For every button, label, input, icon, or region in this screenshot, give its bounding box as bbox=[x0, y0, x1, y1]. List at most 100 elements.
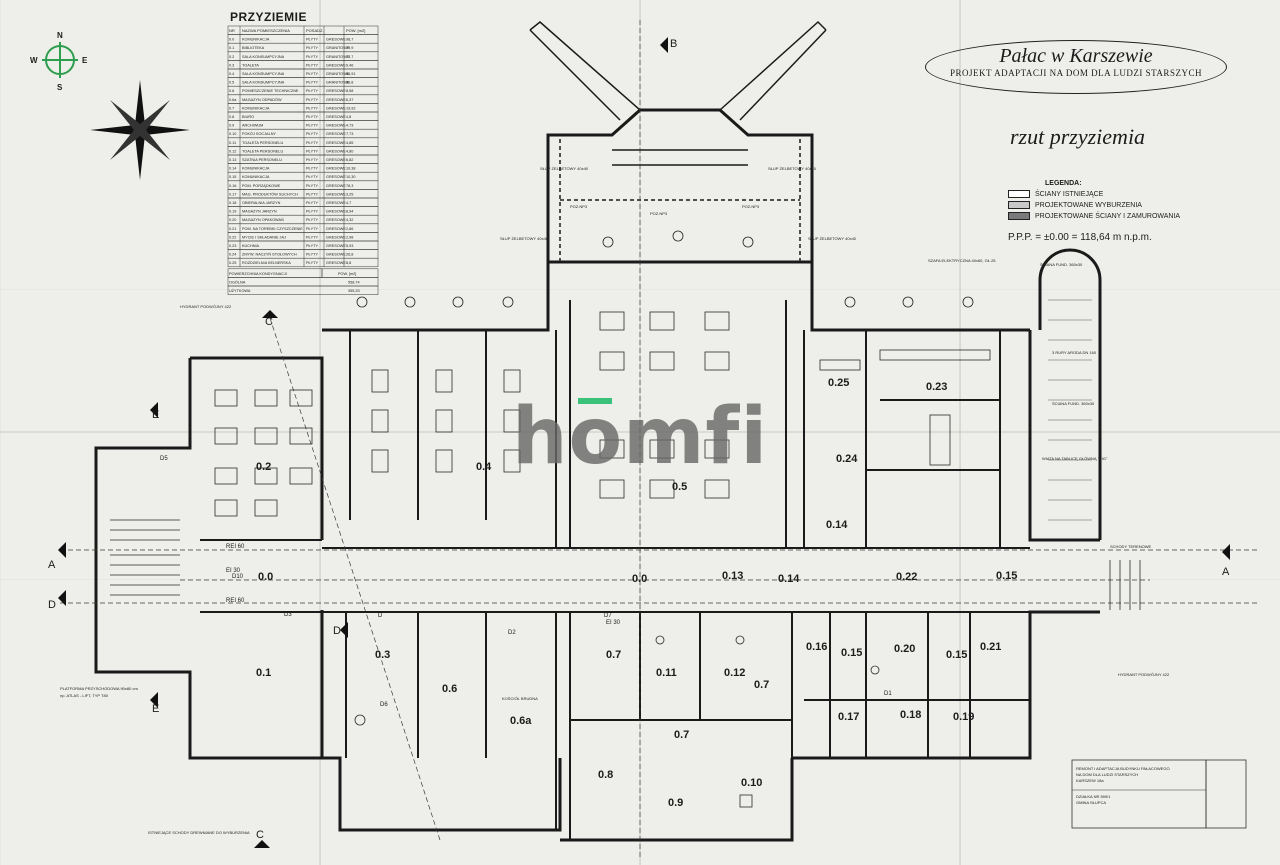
stairs-note: SCHODY TERENOWE bbox=[1110, 544, 1152, 549]
table-cell: 0.9 bbox=[229, 124, 234, 128]
table-cell: GRESOWE bbox=[326, 115, 346, 119]
legend-label: ŚCIANY ISTNIEJĄCE bbox=[1035, 190, 1104, 198]
title-main: Pałac w Karszewie bbox=[999, 45, 1153, 67]
table-cell: 90,8 bbox=[346, 81, 353, 85]
beam-note: POZ.NP3 bbox=[650, 211, 668, 216]
room-label: 0.7 bbox=[674, 729, 689, 741]
compass-s: S bbox=[57, 83, 63, 92]
fire-tag: REI 60 bbox=[226, 598, 245, 604]
watermark: homfi bbox=[512, 392, 769, 482]
room-label: 0.15 bbox=[996, 570, 1017, 582]
table-cell: GRESOWE bbox=[326, 210, 346, 214]
table-cell: POKÓJ SOCJALNY bbox=[242, 131, 276, 136]
table-cell: 6,37 bbox=[346, 98, 353, 102]
table-cell: ZMYW. NACZYŃ STOŁOWYCH bbox=[242, 253, 297, 257]
fire-tag: REI 60 bbox=[226, 544, 245, 550]
furniture bbox=[110, 311, 1141, 808]
table-cell: PŁYTY bbox=[306, 218, 318, 222]
table-cell: GRESOWE bbox=[326, 253, 346, 257]
table-cell: GRESOWE bbox=[326, 149, 346, 153]
table-cell: KOMUNIKACJA bbox=[242, 38, 270, 42]
table-cell: PŁYTY bbox=[306, 227, 318, 231]
table-cell: GRESOWE bbox=[326, 175, 346, 179]
table-cell: PŁYTY bbox=[306, 184, 318, 188]
table-cell: 8,58 bbox=[346, 89, 353, 93]
column-note: SŁUP ŻELBETOWY 40x40 bbox=[768, 166, 817, 171]
table-cell: GRESOWE bbox=[326, 132, 346, 136]
table-cell: 0.24 bbox=[229, 253, 236, 257]
section-mark: C bbox=[265, 316, 273, 328]
ramp-hatch bbox=[1048, 299, 1092, 521]
hydrant-note: HYDRANT PODWÓJNY 422 bbox=[1118, 672, 1170, 677]
table-cell: PŁYTY bbox=[306, 175, 318, 179]
table-cell: 0.13 bbox=[229, 158, 236, 162]
table-cell: 0.4 bbox=[229, 72, 234, 76]
door-tag: D3 bbox=[284, 612, 292, 618]
table-header-cell: NR bbox=[229, 28, 235, 33]
compass-rose-icon bbox=[90, 80, 190, 180]
room-label: 0.11 bbox=[656, 667, 677, 679]
table-cell: POM. PORZĄDKOWE bbox=[242, 184, 281, 188]
table-cell: PŁYTY bbox=[306, 89, 318, 93]
legend-swatch bbox=[1008, 201, 1030, 209]
table-cell: 0.0 bbox=[229, 38, 234, 42]
legend-title: LEGENDA: bbox=[1045, 180, 1082, 187]
table-cell: 0.7 bbox=[229, 106, 234, 110]
table-cell: OBIERALNIA JARZYN bbox=[242, 201, 281, 205]
table-cell: 0.20 bbox=[229, 218, 236, 222]
section-mark: B bbox=[670, 38, 677, 50]
room-label: 0.19 bbox=[953, 711, 974, 723]
beam-note: POZ.NP3 bbox=[742, 204, 760, 209]
porch-wings bbox=[529, 20, 827, 262]
table-cell: TOALETA PERSONELU bbox=[242, 149, 283, 153]
table-cell: GRESOWE bbox=[326, 261, 346, 265]
table-cell: 0.6 bbox=[229, 89, 234, 93]
room-label: 0.24 bbox=[836, 453, 858, 465]
table-cell: PŁYTY bbox=[306, 98, 318, 102]
door-tag: D5 bbox=[160, 456, 168, 462]
table-cell: 2,98 bbox=[346, 235, 353, 239]
table-cell: PŁYTY bbox=[306, 63, 318, 67]
stairs-note: ISTNIEJĄCE SCHODY DREWNIANE DO WYBURZENI… bbox=[148, 830, 250, 835]
north-arrow-icon: N W E S bbox=[30, 31, 88, 92]
table-cell: 4,7 bbox=[346, 201, 351, 205]
table-cell: PŁYTY bbox=[306, 46, 318, 50]
table-cell: 8,8 bbox=[346, 261, 351, 265]
fire-tag: EI 30 bbox=[606, 620, 621, 626]
room-label: 0.5 bbox=[672, 481, 687, 493]
summary-row bbox=[227, 285, 379, 295]
grid-lines bbox=[60, 20, 1260, 860]
watermark-accent bbox=[578, 398, 612, 404]
summary-cell: UŻYTKOWA bbox=[229, 288, 251, 293]
room-label: 0.0 bbox=[258, 571, 273, 583]
table-cell: 4,8 bbox=[346, 115, 351, 119]
table-cell: GRESOWE bbox=[326, 98, 346, 102]
room-label: 0.23 bbox=[926, 381, 947, 393]
table-cell: 0.18 bbox=[229, 201, 236, 205]
lift-note: PLATFORMA PRZYSCHODOWA 90x80 cm bbox=[60, 686, 138, 691]
title-sub: PROJEKT ADAPTACJI NA DOM DLA LUDZI STARS… bbox=[950, 68, 1202, 78]
table-cell: KOMUNIKACJA bbox=[242, 106, 270, 110]
table-cell: MYCIE I SKŁADANIE JAJ bbox=[242, 235, 286, 239]
door-tag: D2 bbox=[508, 630, 516, 636]
table-cell: 0.17 bbox=[229, 192, 236, 196]
table-cell: 0.6a bbox=[229, 98, 237, 102]
table-cell: PŁYTY bbox=[306, 81, 318, 85]
table-cell: PŁYTY bbox=[306, 158, 318, 162]
legend-item: PROJEKTOWANE WYBURZENIA bbox=[1008, 201, 1142, 209]
ppp-level: P.P.P. = ±0.00 = 118,64 m n.p.m. bbox=[1008, 232, 1152, 243]
room-label: 0.2 bbox=[256, 461, 271, 473]
room-label: 0.0 bbox=[632, 573, 647, 585]
table-title: PRZYZIEMIE bbox=[230, 10, 308, 24]
compass-e: E bbox=[82, 56, 88, 65]
table-cell: 7,73 bbox=[346, 132, 353, 136]
room-label: 0.14 bbox=[778, 573, 800, 585]
table-cell: 9,46 bbox=[346, 63, 353, 67]
room-label: 0.16 bbox=[806, 641, 827, 653]
room-label: 0.25 bbox=[828, 377, 849, 389]
table-cell: GRESOWE bbox=[326, 227, 346, 231]
title-stamp: REMONT i ADAPTACJA BUDYNKU PAŁACOWEGO NA… bbox=[1071, 759, 1247, 829]
room-label: 0.8 bbox=[598, 769, 613, 781]
